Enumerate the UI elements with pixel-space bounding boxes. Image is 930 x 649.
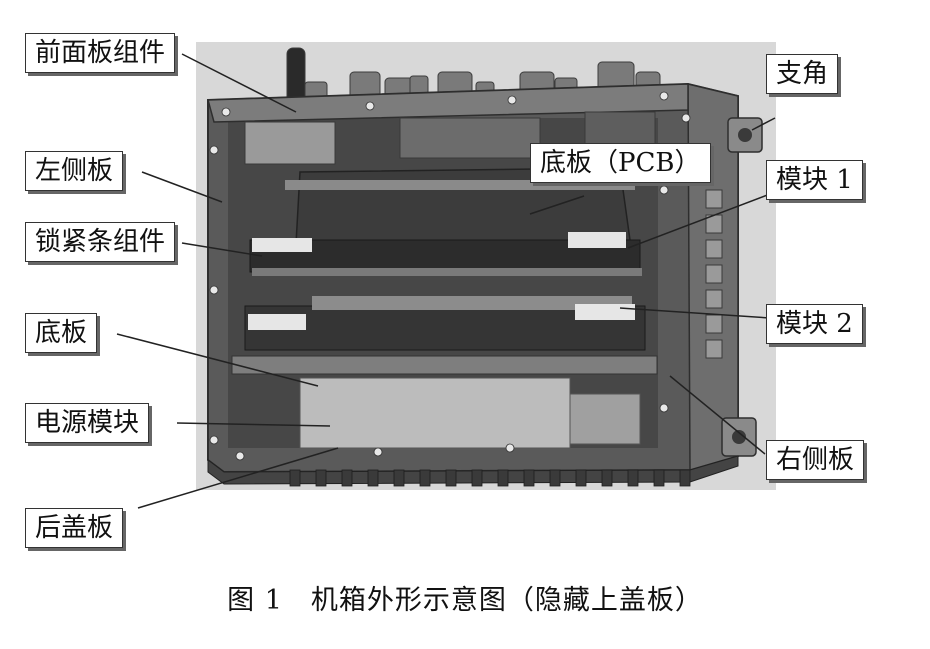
label-lock-strip: 锁紧条组件: [25, 222, 176, 262]
label-base: 底板: [25, 313, 98, 353]
base-plate: [231, 355, 658, 375]
label-module-2: 模块 2: [766, 304, 863, 344]
label-back-cover: 后盖板: [25, 508, 124, 548]
label-base-pcb: 底板（PCB）: [530, 143, 711, 183]
label-power-module: 电源模块: [25, 403, 150, 443]
label-bracket: 支角: [766, 54, 839, 94]
figure-caption: 图 1 机箱外形示意图（隐藏上盖板）: [227, 585, 703, 616]
power-module: [299, 377, 571, 449]
label-right-side: 右侧板: [766, 440, 865, 480]
label-left-side: 左侧板: [25, 151, 124, 191]
label-front-panel: 前面板组件: [25, 33, 176, 73]
label-module-1: 模块 1: [766, 160, 863, 200]
screws: [209, 91, 691, 461]
front-panel-plate: [207, 83, 689, 123]
back-cover-fins: [289, 469, 691, 487]
leader-lines: [116, 53, 776, 509]
